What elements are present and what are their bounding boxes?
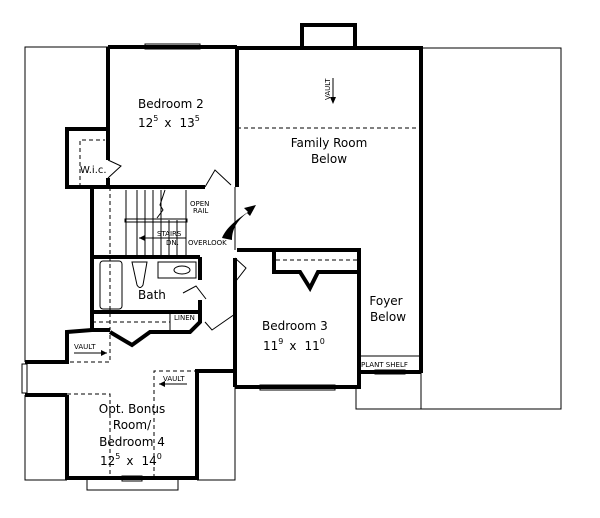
- family-room-below-label: Below: [311, 152, 347, 166]
- bonus-room-label: Opt. Bonus: [99, 402, 165, 416]
- bedroom-4-label: Bedroom 4: [99, 435, 165, 449]
- bedroom-2-label: Bedroom 2: [138, 97, 204, 111]
- bonus-room-label-2: Room/: [113, 418, 152, 432]
- family-room-walls: [234, 46, 423, 373]
- bath-walls: [90, 257, 247, 314]
- bonus-room-walls: [21, 328, 235, 491]
- vault-left-label: VAULT: [74, 343, 96, 351]
- plant-shelf-label: PLANT SHELF: [361, 361, 408, 369]
- bedroom-3-walls: [235, 248, 421, 391]
- chimney: [300, 23, 357, 50]
- family-room-label: Family Room: [291, 136, 368, 150]
- overlook-arrow-icon: [222, 205, 256, 240]
- open-rail-label: OPEN: [190, 200, 209, 208]
- foyer-below-label: Below: [370, 310, 406, 324]
- stairs-label: STAIRS: [157, 230, 182, 238]
- bedroom-2-walls: [92, 43, 237, 189]
- foyer-label: Foyer: [369, 294, 402, 308]
- linen-hall-walls: [90, 258, 237, 387]
- vault-bonus-label: VAULT: [163, 375, 185, 383]
- wic-walls: [65, 127, 122, 189]
- wic-label: W.i.c.: [80, 165, 107, 176]
- overlook-label: OVERLOOK: [188, 239, 227, 247]
- open-rail-label-2: RAIL: [193, 207, 208, 215]
- linen-label: LINEN: [174, 314, 195, 322]
- bath-label: Bath: [138, 288, 166, 302]
- stairs-dn-label: DN.: [166, 239, 179, 247]
- bedroom-3-label: Bedroom 3: [262, 319, 328, 333]
- vault-family-label: VAULT: [324, 78, 332, 100]
